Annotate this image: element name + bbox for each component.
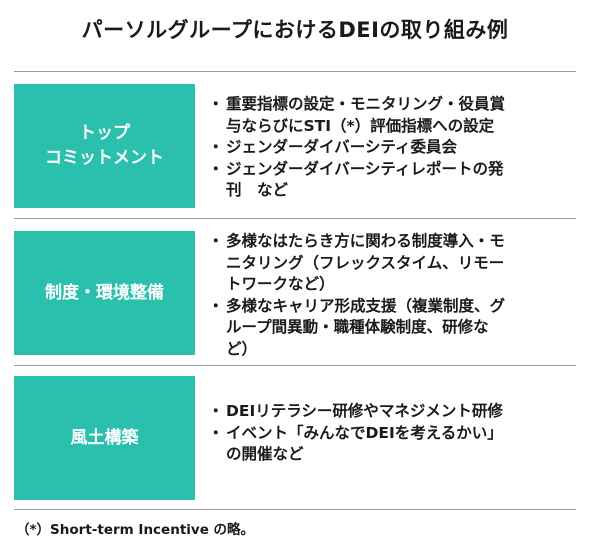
item-list: 多様なはたらき方に関わる制度導入・モ ニタリング（フレックスタイム、リモー トワ… xyxy=(208,231,570,361)
list-item-text: トワークなど） xyxy=(226,275,335,293)
list-item-text: 刊 など xyxy=(226,181,289,199)
category-label: 制度・環境整備 xyxy=(45,282,164,303)
list-item: ジェンダーダイバーシティレポートの発 刊 など xyxy=(208,159,570,202)
list-item-text: DEIリテラシー研修やマネジメント研修 xyxy=(226,402,503,420)
divider xyxy=(14,509,576,510)
list-item-text: ニタリング（フレックスタイム、リモー xyxy=(226,253,505,272)
category-label: コミットメント xyxy=(45,148,164,168)
category-label-box: 風土構築 xyxy=(14,376,195,500)
list-item-text: 与ならびにSTI（*）評価指標への設定 xyxy=(226,116,495,135)
list-item-text: 重要指標の設定・モニタリング・役員賞 xyxy=(226,95,506,113)
list-item-text: ジェンダーダイバーシティ委員会 xyxy=(226,138,457,156)
row-culture-building: 風土構築 DEIリテラシー研修やマネジメント研修 イベント「みんなでDEIを考え… xyxy=(14,376,576,500)
list-item: 多様なキャリア形成支援（複業制度、グ ループ間異動・職種体験制度、研修な ど） xyxy=(208,296,570,361)
category-label-box: 制度・環境整備 xyxy=(14,231,195,355)
row-top-commitment: トップ コミットメント 重要指標の設定・モニタリング・役員賞 与ならびにSTI（… xyxy=(14,84,576,208)
item-list: DEIリテラシー研修やマネジメント研修 イベント「みんなでDEIを考えるかい」 … xyxy=(208,401,570,466)
footnote: （*）Short-term Incentive の略。 xyxy=(16,522,255,538)
divider xyxy=(14,218,576,219)
list-item-text: ループ間異動・職種体験制度、研修な xyxy=(226,318,489,336)
category-label: 風土構築 xyxy=(70,427,139,448)
list-item-text: イベント「みんなでDEIを考えるかい」 xyxy=(226,423,503,442)
list-item: ジェンダーダイバーシティ委員会 xyxy=(208,137,570,159)
category-label: トップ xyxy=(79,123,130,144)
divider xyxy=(14,71,576,72)
list-item: 重要指標の設定・モニタリング・役員賞 与ならびにSTI（*）評価指標への設定 xyxy=(208,94,570,137)
list-item: イベント「みんなでDEIを考えるかい」 の開催など xyxy=(208,423,570,466)
page-title: パーソルグループにおけるDEIの取り組み例 xyxy=(81,18,509,42)
list-item-text: 多様なはたらき方に関わる制度導入・モ xyxy=(226,232,505,250)
divider xyxy=(14,365,576,366)
category-label-box: トップ コミットメント xyxy=(14,84,195,208)
list-item: DEIリテラシー研修やマネジメント研修 xyxy=(208,401,570,423)
list-item-text: の開催など xyxy=(226,445,304,463)
item-list: 重要指標の設定・モニタリング・役員賞 与ならびにSTI（*）評価指標への設定 ジ… xyxy=(208,94,570,202)
list-item-text: 多様なキャリア形成支援（複業制度、グ xyxy=(226,296,506,315)
list-item-text: ジェンダーダイバーシティレポートの発 xyxy=(226,159,504,178)
list-item: 多様なはたらき方に関わる制度導入・モ ニタリング（フレックスタイム、リモー トワ… xyxy=(208,231,570,296)
row-systems-environment: 制度・環境整備 多様なはたらき方に関わる制度導入・モ ニタリング（フレックスタイ… xyxy=(14,231,576,358)
list-item-text: ど） xyxy=(226,339,258,358)
